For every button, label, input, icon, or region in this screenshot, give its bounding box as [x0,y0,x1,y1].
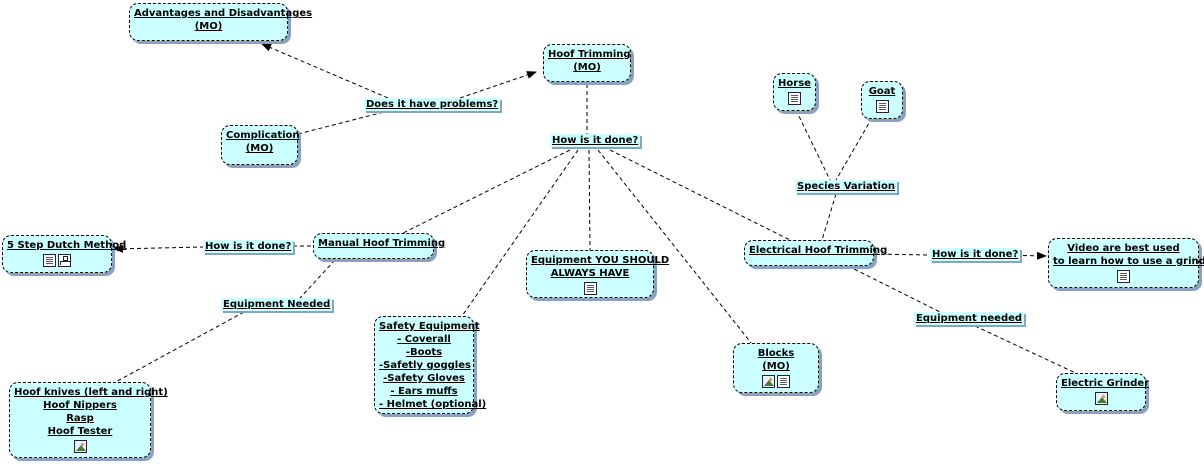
edge-equip-needed-to-grinder [974,325,1083,377]
node-goat[interactable]: Goat [861,81,903,119]
edge-how-to-electrical [609,149,791,241]
node-label: - Ears muffs [390,386,458,397]
document-icon[interactable] [788,92,801,105]
node-equipment-always-have[interactable]: Equipment YOU SHOULD ALWAYS HAVE [526,250,670,298]
node-label: Electric Grinder [1061,378,1150,389]
edge-equip-needed-to-knives [111,311,245,385]
edge-how-to-blocks [597,149,753,345]
edge-how-to-equip-always [588,149,591,251]
edge-problems-to-advantages [261,43,389,99]
image-icon[interactable] [73,440,87,453]
edge-manual-to-equip-needed [299,259,336,299]
edge-electrical-to-how [873,253,931,256]
node-horse[interactable]: Horse [773,73,816,111]
node-label: -Boots [405,347,443,358]
node-label: Electrical Hoof Trimming [749,245,888,256]
link-phrase-how-is-it-done-main[interactable]: How is it done? [550,134,641,147]
node-label: Hoof Nippers [43,400,117,411]
edge-how-to-safety [461,149,579,317]
node-label: 5 Step Dutch Method [7,240,127,251]
node-label: Goat [868,86,896,97]
concept-map-icon[interactable] [58,254,71,267]
node-blocks[interactable]: Blocks (MO) [733,343,819,393]
document-icon[interactable] [1117,270,1130,283]
link-phrase-how-is-it-done-electric[interactable]: How is it done? [930,248,1021,261]
node-label: (MO) [573,62,601,73]
link-phrase-how-is-it-done-manual[interactable]: How is it done? [203,240,294,253]
edge-problems-to-hoof-trimming [459,71,537,99]
node-label: -Safetly goggles [379,360,471,371]
link-phrase-equipment-needed-electric[interactable]: Equipment needed [914,312,1025,325]
node-label: Horse [778,78,811,89]
node-safety-equipment[interactable]: Safety Equipment - Coverall -Boots -Safe… [374,316,487,414]
node-label: Equipment YOU SHOULD [531,255,670,266]
node-label: - Helmet (optional) [379,399,487,410]
node-advantages-disadvantages[interactable]: Advantages and Disadvantages (MO) [129,3,313,41]
node-label: (MO) [245,143,274,154]
node-label: Manual Hoof Trimming [318,238,446,249]
node-label: ALWAYS HAVE [550,268,630,279]
node-label: - Coverall [397,334,451,345]
node-electrical-hoof-trimming[interactable]: Electrical Hoof Trimming [744,240,888,266]
node-label: Video are best used [1067,243,1180,254]
edge-species-to-electrical [821,193,837,241]
node-manual-hoof-trimming[interactable]: Manual Hoof Trimming [313,233,446,259]
node-label: -Safety Gloves [383,373,465,384]
edge-goat-to-species [835,117,873,181]
document-icon[interactable] [43,254,56,267]
link-phrase-does-it-have-problems[interactable]: Does it have problems? [364,98,501,111]
edge-how-to-dutch [113,244,205,253]
node-label: (MO) [194,21,223,32]
edge-horse-to-species [795,109,831,181]
node-label: Safety Equipment [379,321,480,332]
link-phrase-species-variation[interactable]: Species Variation [795,180,897,193]
edge-how-to-manual [396,149,571,237]
document-icon[interactable] [777,375,790,388]
edge-complication-to-problems [297,110,389,135]
document-icon[interactable] [583,282,597,295]
node-5-step-dutch-method[interactable]: 5 Step Dutch Method [2,235,127,273]
document-icon[interactable] [875,100,889,113]
node-label: Rasp [66,413,94,424]
node-label: Hoof Tester [47,426,113,437]
node-hoof-trimming[interactable]: Hoof Trimming (MO) [543,44,631,82]
node-label: (MO) [762,361,790,372]
image-icon[interactable] [762,375,775,388]
node-hoof-knives[interactable]: Hoof knives (left and right) Hoof Nipper… [9,382,168,458]
node-label: to learn how to use a grinder [1053,256,1204,267]
edge-electrical-to-equip-needed [847,265,941,313]
image-icon[interactable] [1094,392,1108,405]
node-video-grinder[interactable]: Video are best used to learn how to use … [1048,238,1204,288]
node-label: Hoof knives (left and right) [14,387,168,398]
node-label: Hoof Trimming [548,49,631,60]
node-electric-grinder[interactable]: Electric Grinder [1056,373,1150,411]
node-label: Blocks [757,348,795,359]
node-label: Advantages and Disadvantages [134,8,313,19]
node-label: Complication [226,130,300,141]
link-phrase-equipment-needed-manual[interactable]: Equipment Needed [221,298,333,311]
node-complication[interactable]: Complication (MO) [221,125,300,165]
